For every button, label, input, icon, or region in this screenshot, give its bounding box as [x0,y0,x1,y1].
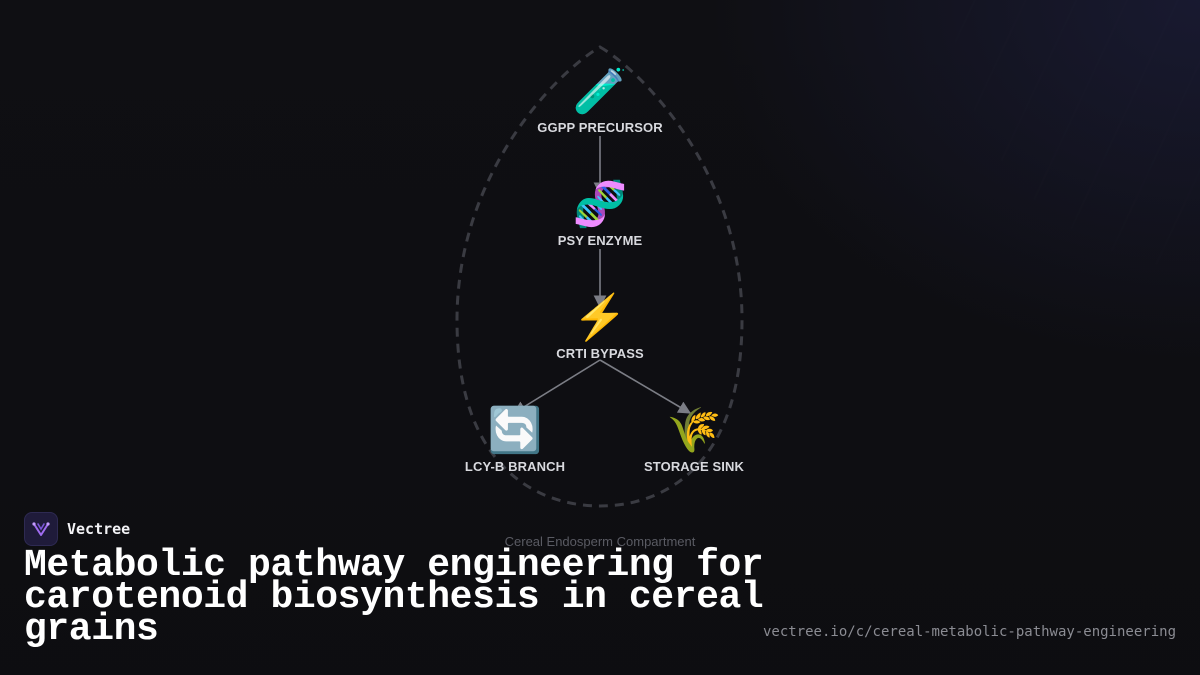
node-ggpp-precursor: 🧪 GGPP PRECURSOR [520,66,680,135]
node-lcy-b-branch: 🔄 LCY-B BRANCH [435,405,595,474]
dna-icon: 🧬 [572,180,628,229]
node-label: PSY ENZYME [557,233,643,248]
lightning-icon: ⚡ [572,293,628,342]
node-storage-sink: 🌾 STORAGE SINK [614,405,774,474]
node-label: CRTI BYPASS [556,346,644,361]
page-title: Metabolic pathway engineering for carote… [24,544,764,651]
edge-crti-to-lcyb [512,359,601,414]
brand-name: Vectree [67,520,131,538]
cycle-arrows-icon: 🔄 [487,406,543,455]
node-label: STORAGE SINK [644,459,744,474]
compartment-label: Cereal Endosperm Compartment [504,534,696,549]
edge-crti-to-storage [599,359,692,414]
brand[interactable]: Vectree [24,512,130,546]
compartment-boundary [455,45,744,508]
background-rays [720,0,1200,520]
vectree-logo-icon [24,512,58,546]
test-tube-icon: 🧪 [572,67,628,116]
node-psy-enzyme: 🧬 PSY ENZYME [520,179,680,248]
node-label: GGPP PRECURSOR [537,120,663,135]
page-url[interactable]: vectree.io/c/cereal-metabolic-pathway-en… [762,624,1176,640]
node-label: LCY-B BRANCH [464,459,566,474]
sheaf-of-rice-icon: 🌾 [666,406,722,455]
node-crti-bypass: ⚡ CRTI BYPASS [520,292,680,361]
